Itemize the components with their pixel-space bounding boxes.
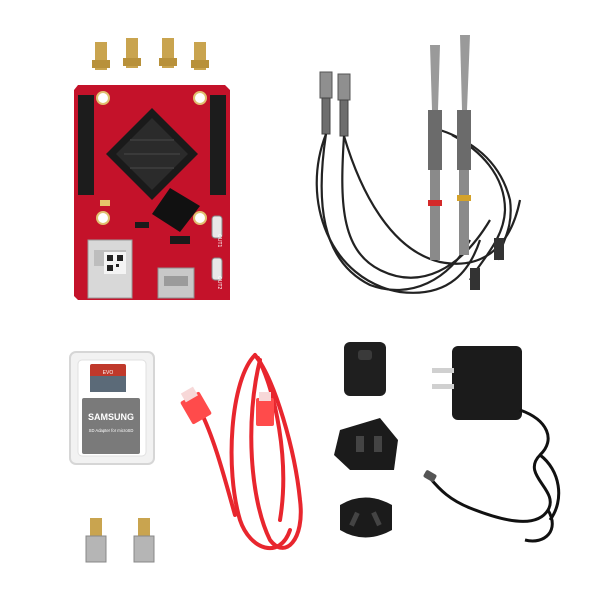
oscilloscope-probe-pair	[315, 35, 522, 294]
board-marking-out2: OUT2	[216, 276, 222, 290]
microsd-card-case: EVO SAMSUNG SD Adapter for microSD	[69, 351, 155, 465]
bnc-heads	[319, 71, 351, 137]
sd-label: EVO	[103, 370, 114, 376]
probe-bodies	[428, 35, 471, 260]
power-supply	[423, 346, 561, 543]
right-header	[210, 95, 226, 195]
sd-caption: SD Adapter for microSD	[89, 428, 134, 433]
chip	[152, 188, 200, 232]
heatsink	[106, 108, 198, 200]
board-marking-out1: OUT1	[216, 234, 222, 248]
plug-adapters	[334, 342, 398, 538]
sd-brand: SAMSUNG	[88, 412, 134, 422]
psu-brick	[452, 346, 522, 420]
left-header	[78, 95, 94, 195]
sma-bnc-adapters	[85, 518, 155, 563]
sma-connectors	[92, 38, 209, 70]
uk-plug	[334, 418, 398, 470]
rj45-plugs	[180, 386, 274, 426]
red-pitaya-board: OUT1 OUT2	[74, 38, 230, 300]
usb-port-2	[211, 257, 223, 281]
psu-cable	[428, 408, 561, 543]
eu-plug	[344, 342, 386, 396]
ethernet-cable	[180, 353, 303, 551]
au-plug	[340, 497, 392, 538]
sd-adapter	[82, 398, 140, 454]
usb-port-1	[211, 215, 223, 239]
